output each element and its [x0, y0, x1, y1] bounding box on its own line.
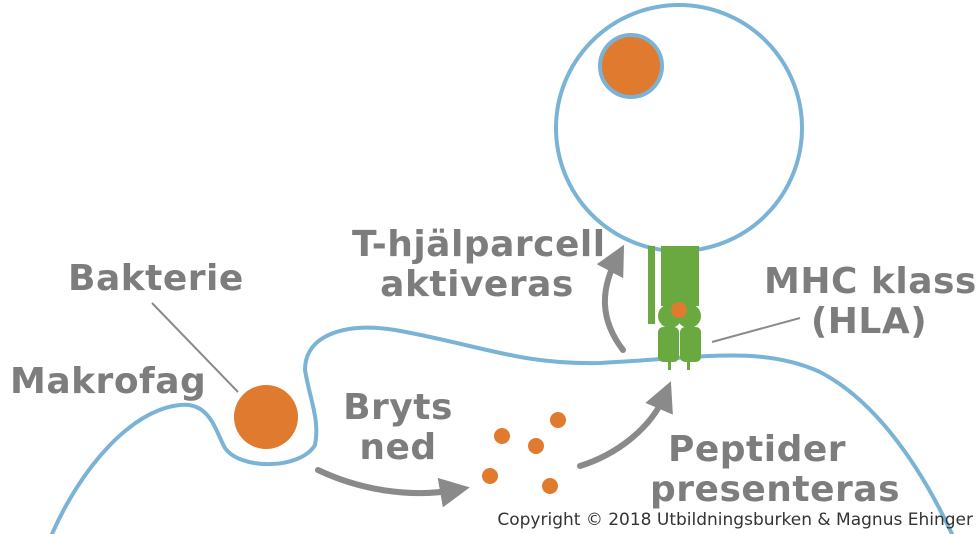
label-mhc-line1: MHC klass II — [764, 261, 979, 302]
copyright-notice: Copyright © 2018 Utbildningsburken & Mag… — [497, 510, 973, 530]
activation-arrow — [596, 244, 626, 353]
label-mhc-line2: (HLA) — [810, 301, 928, 342]
mhc-body-right — [680, 327, 701, 362]
label-mhc: MHC klass II (HLA) — [764, 261, 979, 342]
presentation-arrow — [577, 381, 673, 469]
breakdown-arrow — [315, 467, 470, 508]
t-cell-receptor-left — [648, 246, 655, 324]
t-helper-cell — [554, 3, 804, 253]
mhc-stem-left — [668, 360, 671, 370]
label-t-cell-line2: aktiveras — [380, 264, 574, 305]
label-bryts-line2: ned — [359, 427, 437, 468]
mhc-stem-right — [687, 360, 690, 370]
label-t-cell-line1: T-hjälparcell — [352, 224, 606, 265]
mhc-body-left — [658, 327, 679, 362]
label-bryts-line1: Bryts — [343, 387, 453, 428]
t-cell-nucleus — [598, 33, 664, 99]
label-makrofag: Makrofag — [10, 361, 207, 402]
label-peptider-line1: Peptider — [667, 429, 847, 470]
peptide-fragment — [550, 412, 566, 428]
bacterium — [234, 385, 298, 449]
mhc-pointer-line — [711, 317, 801, 343]
macrophage-membrane — [50, 325, 954, 534]
label-peptider-line2: presenteras — [650, 469, 901, 510]
presented-peptide — [671, 302, 687, 318]
peptide-fragment — [542, 478, 558, 494]
peptide-fragment — [528, 438, 544, 454]
label-t-cell-activated: T-hjälparcell aktiveras — [352, 224, 606, 305]
t-cell-receptor-right — [661, 246, 699, 306]
peptide-fragment — [482, 468, 498, 484]
peptide-fragment — [494, 428, 510, 444]
label-bryts-ned: Bryts ned — [340, 388, 456, 468]
label-bakterie: Bakterie — [68, 258, 244, 299]
label-peptider: Peptider presenteras — [650, 429, 901, 510]
bakterie-pointer-line — [151, 302, 239, 393]
